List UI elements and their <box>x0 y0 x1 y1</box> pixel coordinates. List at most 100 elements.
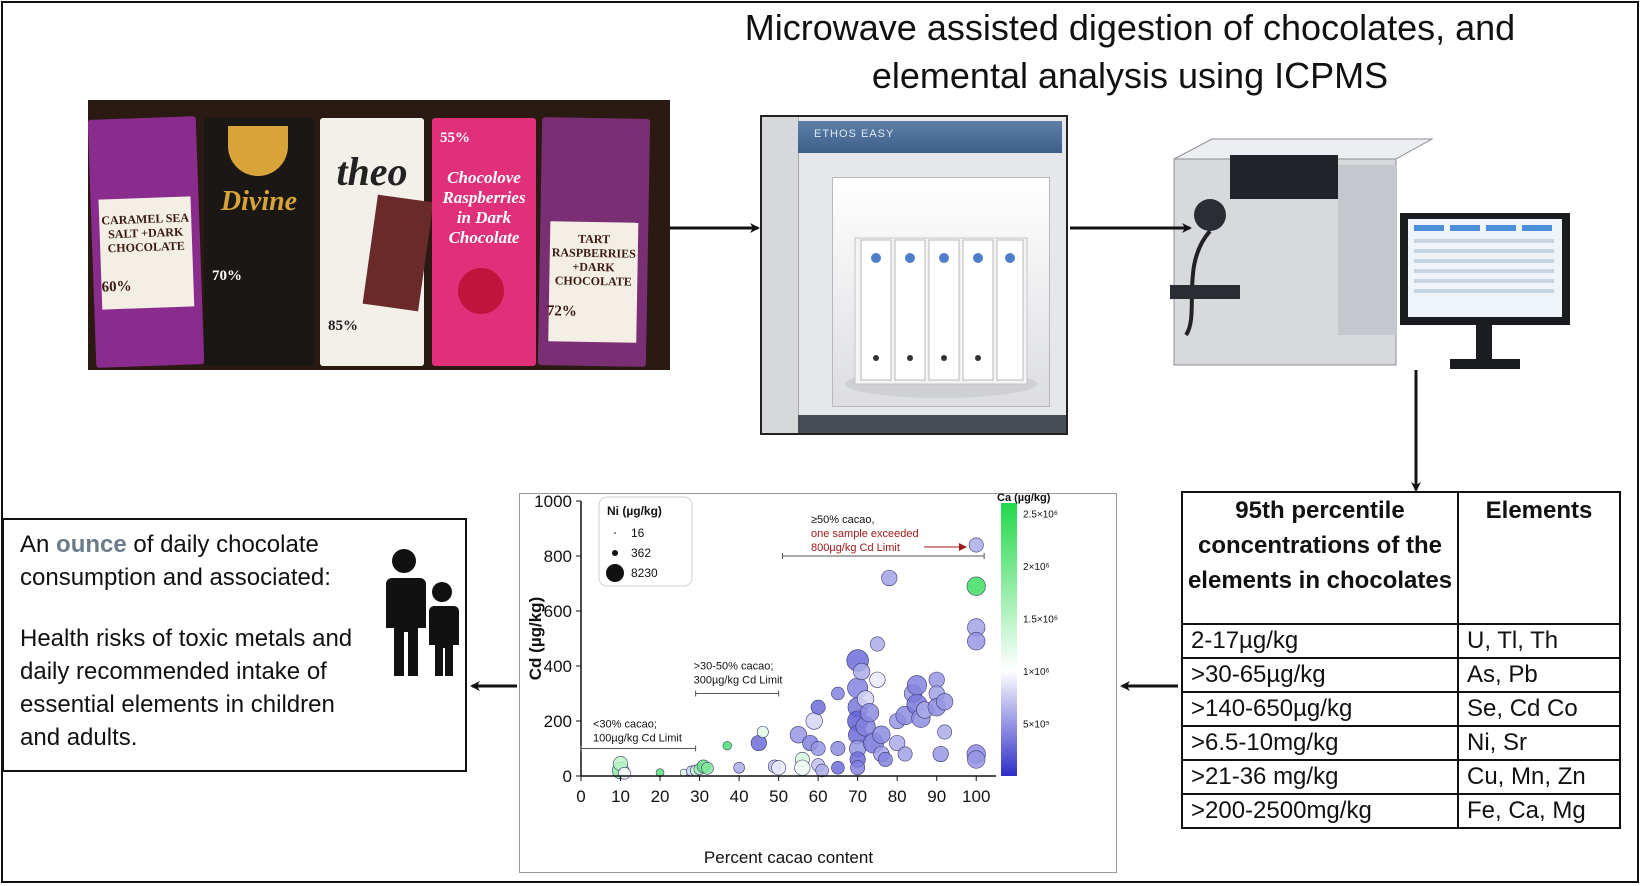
annotation-1-line-1: >30-50% cacao; <box>694 661 774 673</box>
x-tick-label-30: 30 <box>690 787 709 806</box>
x-tick-label-40: 40 <box>730 787 749 806</box>
y-tick-label-400: 400 <box>544 657 572 676</box>
elements-cell: As, Pb <box>1457 657 1621 693</box>
data-point-67 <box>967 750 986 769</box>
microwave-brand: ETHOS EASY <box>814 128 895 140</box>
header-elements: Elements <box>1457 491 1621 625</box>
data-point-9 <box>701 762 714 775</box>
elements-cell: U, Tl, Th <box>1457 623 1621 659</box>
y-tick-label-600: 600 <box>544 602 572 621</box>
table-header-row: 95th percentile concentrations of the el… <box>1181 491 1621 625</box>
bar-4-label: Chocolove Raspberries in Dark Chocolate <box>442 168 526 247</box>
data-point-39 <box>859 703 880 723</box>
data-point-41 <box>869 636 885 652</box>
x-tick-label-60: 60 <box>809 787 828 806</box>
data-point-42 <box>869 671 886 688</box>
y-tick-label-0: 0 <box>563 767 572 786</box>
x-tick-label-50: 50 <box>769 787 788 806</box>
colorbar-tick-3: 2×10⁶ <box>1023 562 1050 573</box>
conc-cell: >21-36 mg/kg <box>1181 759 1459 795</box>
title-line-2: elemental analysis using ICPMS <box>871 55 1389 96</box>
chart-frame <box>519 493 1117 873</box>
annotation-1-line-2: 300µg/kg Cd Limit <box>694 675 783 687</box>
data-point-25 <box>831 686 845 701</box>
data-point-24 <box>815 763 829 778</box>
data-point-60 <box>937 724 953 740</box>
bar-2-percent: 70% <box>212 268 242 284</box>
x-tick-label-90: 90 <box>927 787 946 806</box>
data-point-27 <box>831 760 845 775</box>
conc-cell: >6.5-10mg/kg <box>1181 725 1459 761</box>
x-tick-label-80: 80 <box>888 787 907 806</box>
data-point-36 <box>853 662 871 681</box>
bar-3-label: theo <box>336 149 408 194</box>
conc-cell: 2-17µg/kg <box>1181 623 1459 659</box>
data-point-56 <box>928 671 945 688</box>
data-point-22 <box>810 741 826 756</box>
data-point-10 <box>722 741 732 751</box>
data-point-16 <box>789 726 807 744</box>
annotation-0-line-2: 100µg/kg Cd Limit <box>593 733 682 745</box>
annotation-0-line-1: <30% cacao; <box>593 719 657 731</box>
header-concentrations: 95th percentile concentrations of the el… <box>1181 491 1459 625</box>
elements-cell: Cu, Mn, Zn <box>1457 759 1621 795</box>
x-axis-title: Percent cacao content <box>704 848 873 867</box>
annotation-arrow-head <box>959 543 967 551</box>
bar-3-percent: 85% <box>328 318 358 334</box>
page-title: Microwave assisted digestion of chocolat… <box>700 4 1560 100</box>
microwave-panel: ETHOS EASY <box>798 121 1062 153</box>
x-tick-label-0: 0 <box>576 787 585 806</box>
element-concentration-table: 95th percentile concentrations of the el… <box>1181 491 1621 829</box>
data-point-21 <box>810 699 826 715</box>
colorbar-title: Ca (µg/kg) <box>997 493 1051 504</box>
annotation-2-line-3: 800µg/kg Cd Limit <box>811 542 900 554</box>
data-point-11 <box>733 761 745 774</box>
data-point-13 <box>756 726 769 738</box>
conc-cell: >30-65µg/kg <box>1181 657 1459 693</box>
data-point-49 <box>897 746 913 762</box>
data-point-26 <box>830 741 846 756</box>
data-point-45 <box>877 752 893 767</box>
divine-logo <box>228 126 288 176</box>
annotation-2-line-2: one sample exceeded <box>811 528 919 540</box>
data-point-61 <box>936 693 954 711</box>
raspberry-graphic <box>458 268 504 314</box>
size-legend-label-0: 16 <box>631 526 645 540</box>
data-point-65 <box>967 632 986 651</box>
data-point-48 <box>889 734 906 752</box>
bar-4-percent: 55% <box>440 130 470 146</box>
elements-cell: Ni, Sr <box>1457 725 1621 761</box>
y-tick-label-200: 200 <box>544 712 572 731</box>
text-suffix: of daily chocolate consumption and assoc… <box>20 531 331 591</box>
colorbar-tick-2: 1.5×10⁶ <box>1023 615 1058 626</box>
microwave-base <box>798 415 1066 433</box>
data-point-15 <box>771 760 787 776</box>
size-legend-marker-0 <box>614 532 616 534</box>
y-tick-label-1000: 1000 <box>534 493 572 511</box>
size-legend-label-1: 362 <box>631 546 651 560</box>
adult-child-icon <box>386 549 459 676</box>
icpms-instrument-image <box>1170 138 1570 369</box>
data-point-46 <box>881 569 898 587</box>
text-prefix: An <box>20 531 57 558</box>
size-legend-marker-1 <box>612 550 618 556</box>
y-axis-title: Cd (µg/kg) <box>526 597 545 680</box>
size-legend-label-2: 8230 <box>631 566 658 580</box>
elements-cell: Fe, Ca, Mg <box>1457 793 1621 829</box>
digestion-vessel-rotor <box>845 237 1037 398</box>
microwave-digester-image: ETHOS EASY <box>760 115 1068 435</box>
data-point-35 <box>850 760 866 776</box>
data-point-62 <box>968 537 984 553</box>
conc-cell: >200-2500mg/kg <box>1181 793 1459 829</box>
colorbar-tick-4: 2.5×10⁶ <box>1023 510 1058 521</box>
textbox-paragraph-1: An ounce of daily chocolate consumption … <box>20 528 380 594</box>
annotation-2-line-1: ≥50% cacao, <box>811 514 875 526</box>
chocolate-bar-4: Chocolove Raspberries in Dark Chocolate … <box>432 118 536 366</box>
microwave-cavity <box>832 177 1050 407</box>
